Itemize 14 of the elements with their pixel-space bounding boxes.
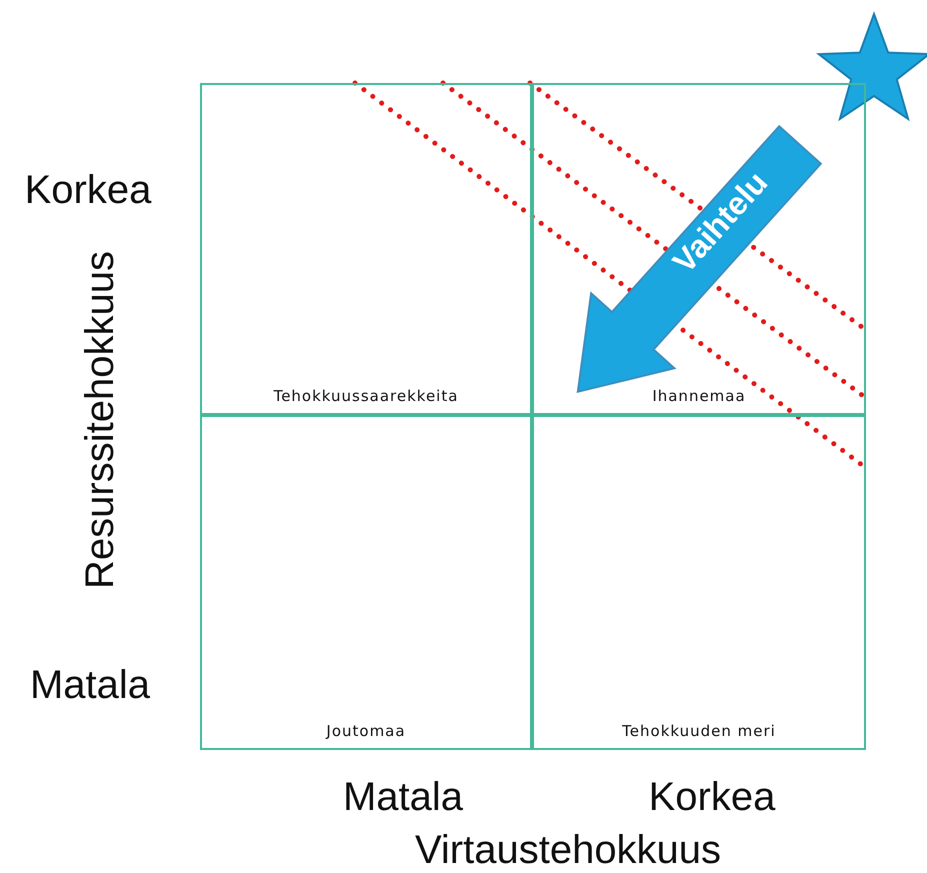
quadrant (200, 83, 532, 415)
axis-value-label: Matala (342, 777, 464, 817)
axis-value-label: Korkea (648, 777, 776, 817)
axis-title: Resurssitehokkuus (80, 251, 120, 589)
quadrant-label: Tehokkuussaarekkeita (272, 387, 460, 405)
quadrant (532, 415, 866, 750)
axis-value-label: Korkea (24, 170, 152, 210)
axis-value-label: Matala (30, 665, 150, 705)
quadrant (532, 83, 866, 415)
quadrant (200, 415, 532, 750)
quadrant-label: Ihannemaa (651, 387, 747, 405)
quadrant-label: Tehokkuuden meri (621, 722, 777, 740)
quadrant-label: Joutomaa (324, 722, 407, 740)
axis-title: Virtaustehokkuus (414, 830, 722, 870)
